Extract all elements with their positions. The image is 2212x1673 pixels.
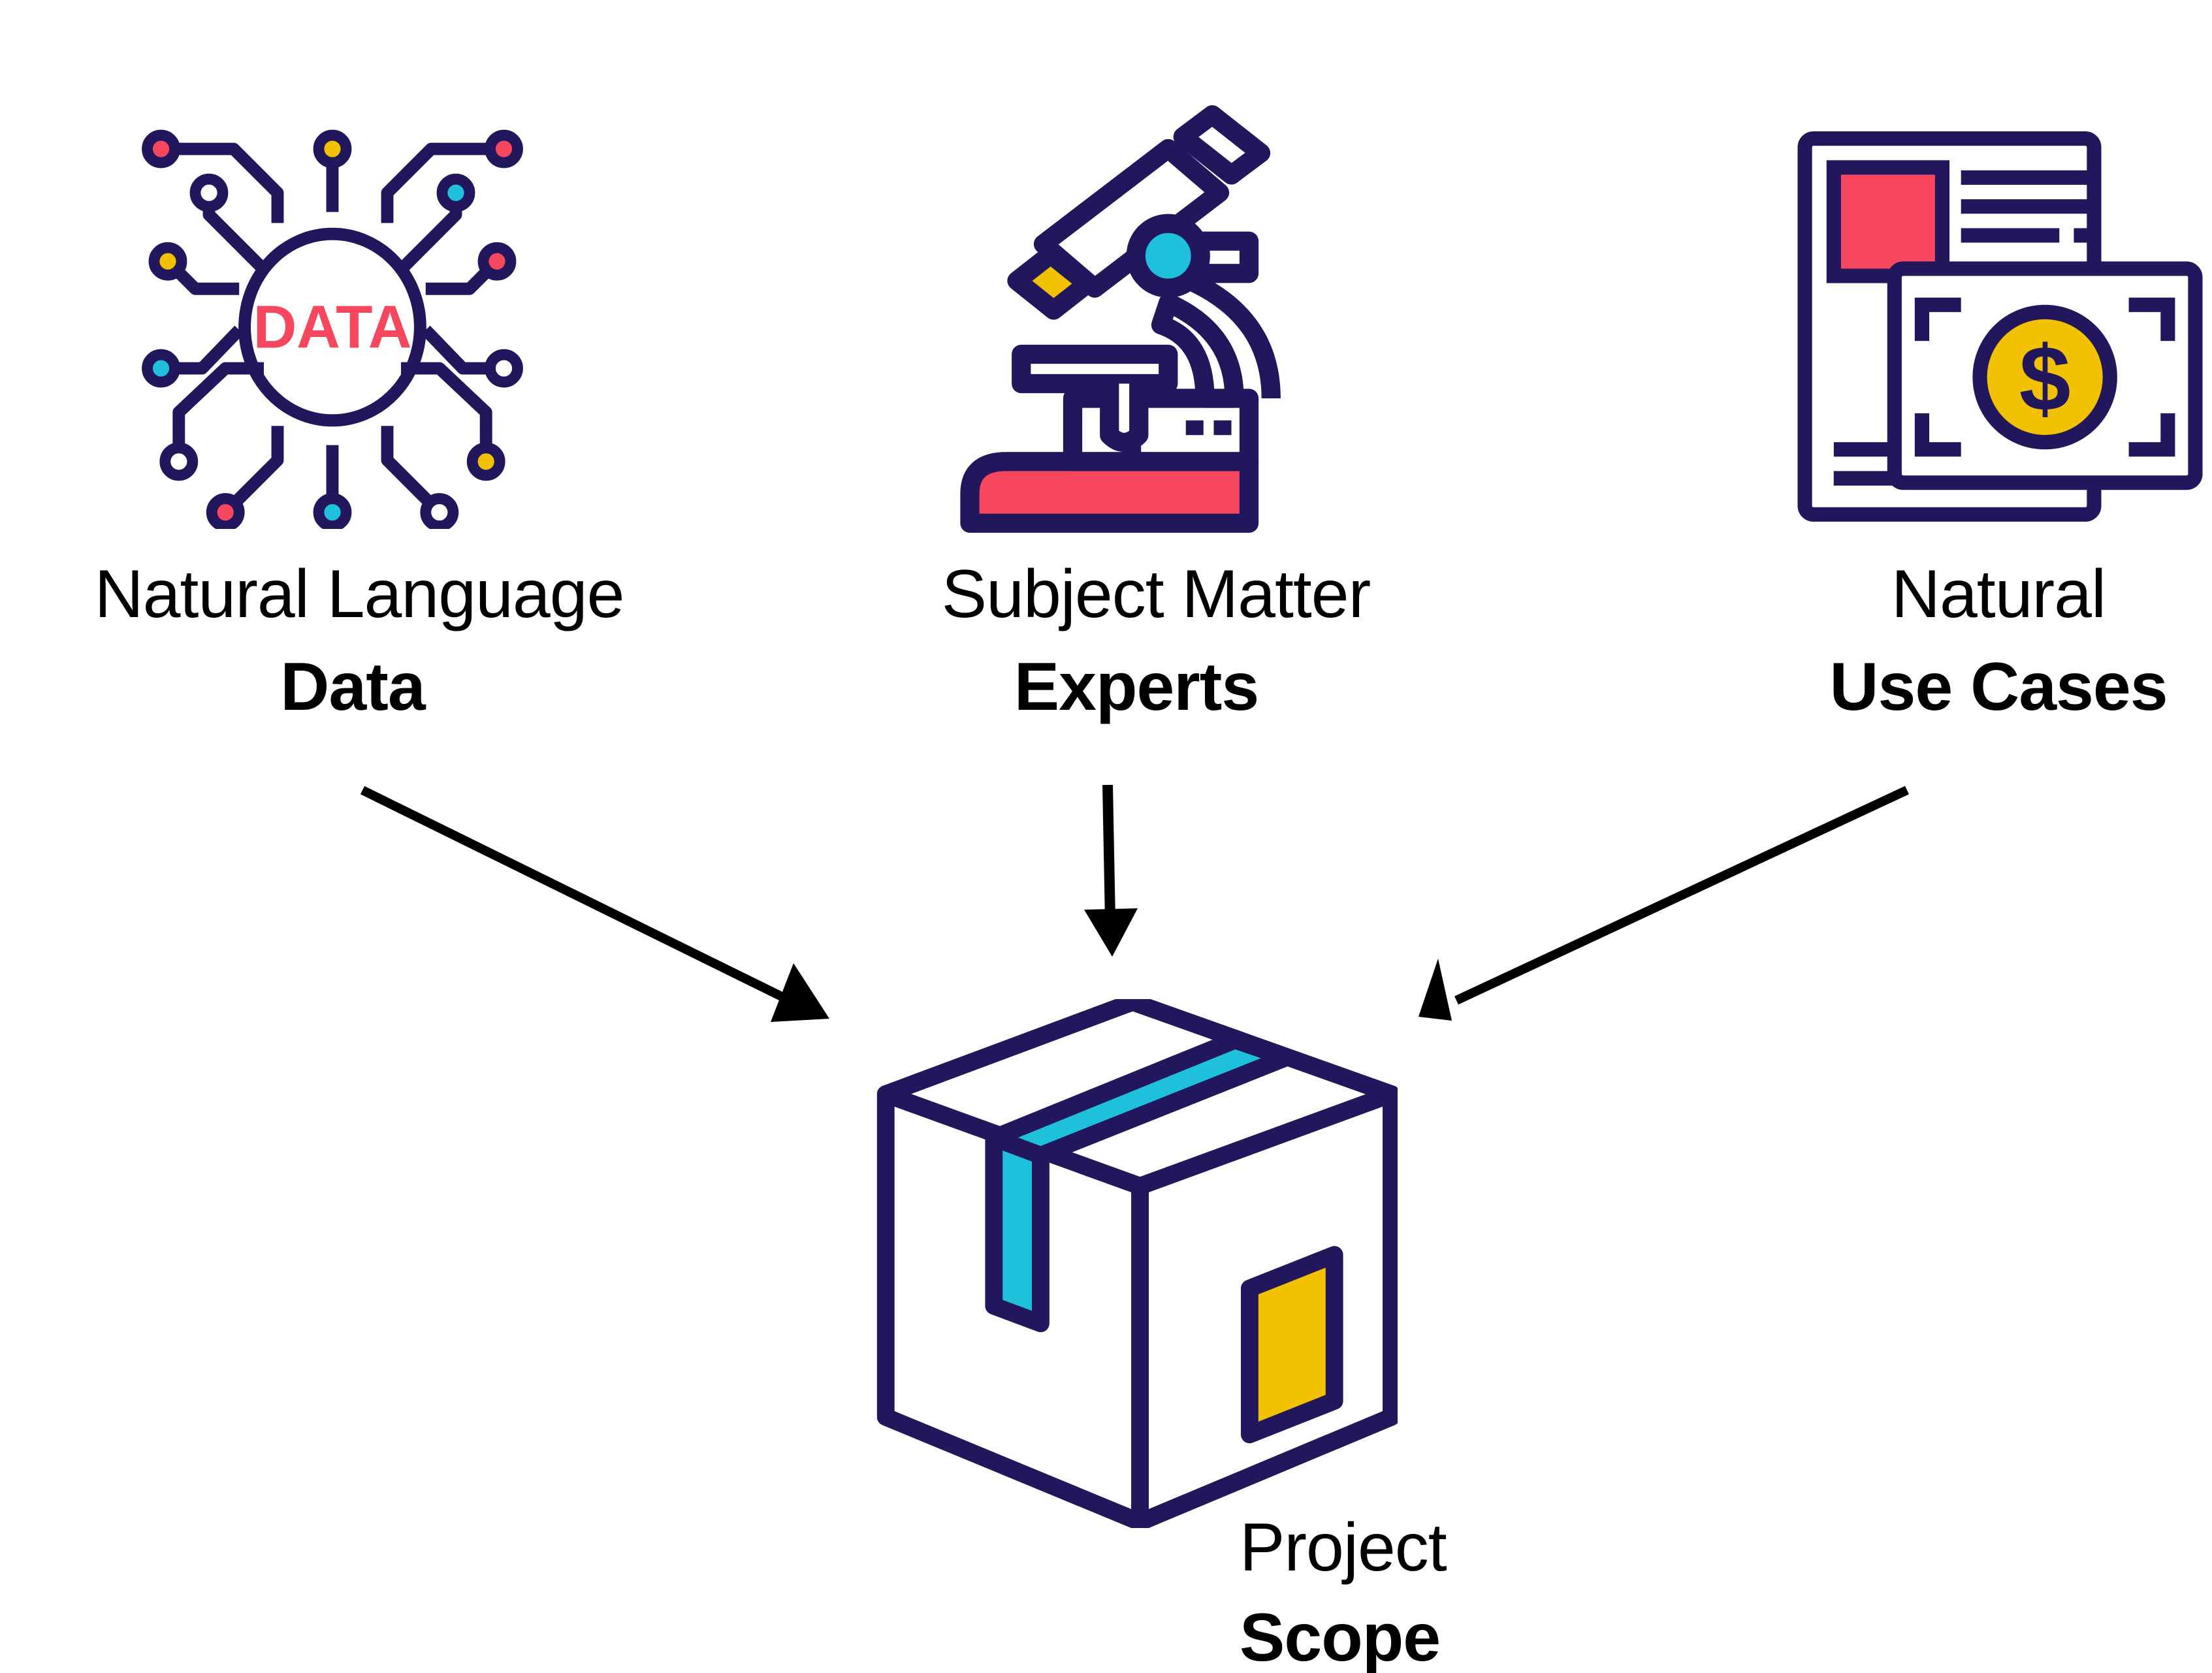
node-label-natural-language-data: Natural Language Data	[59, 560, 660, 721]
arrow-experts-to-scope	[1084, 784, 1138, 957]
label-line2: Use Cases	[1829, 649, 2168, 725]
node-label-project-scope: Project Scope	[1240, 1514, 1447, 1672]
label-line1: Natural Language	[94, 556, 625, 632]
arrow-usecases-to-scope	[1419, 786, 1909, 1021]
data-icon-text: DATA	[253, 293, 412, 361]
arrow-data-to-scope	[360, 786, 829, 1022]
node-label-subject-matter-experts: Subject Matter Experts	[888, 560, 1424, 721]
dollar-sign-text: $	[2019, 327, 2071, 430]
money-document-icon: $	[1797, 131, 2203, 522]
data-network-icon: DATA	[142, 129, 523, 529]
label-line1: Subject Matter	[941, 556, 1371, 632]
label-line2: Experts	[1014, 649, 1260, 725]
label-line1: Project	[1240, 1510, 1447, 1585]
label-line2: Scope	[1240, 1600, 1441, 1673]
node-label-natural-use-cases: Natural Use Cases	[1789, 560, 2207, 721]
label-line2: Data	[280, 649, 425, 725]
microscope-icon	[960, 105, 1281, 533]
label-line1: Natural	[1891, 556, 2106, 632]
package-box-icon	[876, 999, 1398, 1528]
